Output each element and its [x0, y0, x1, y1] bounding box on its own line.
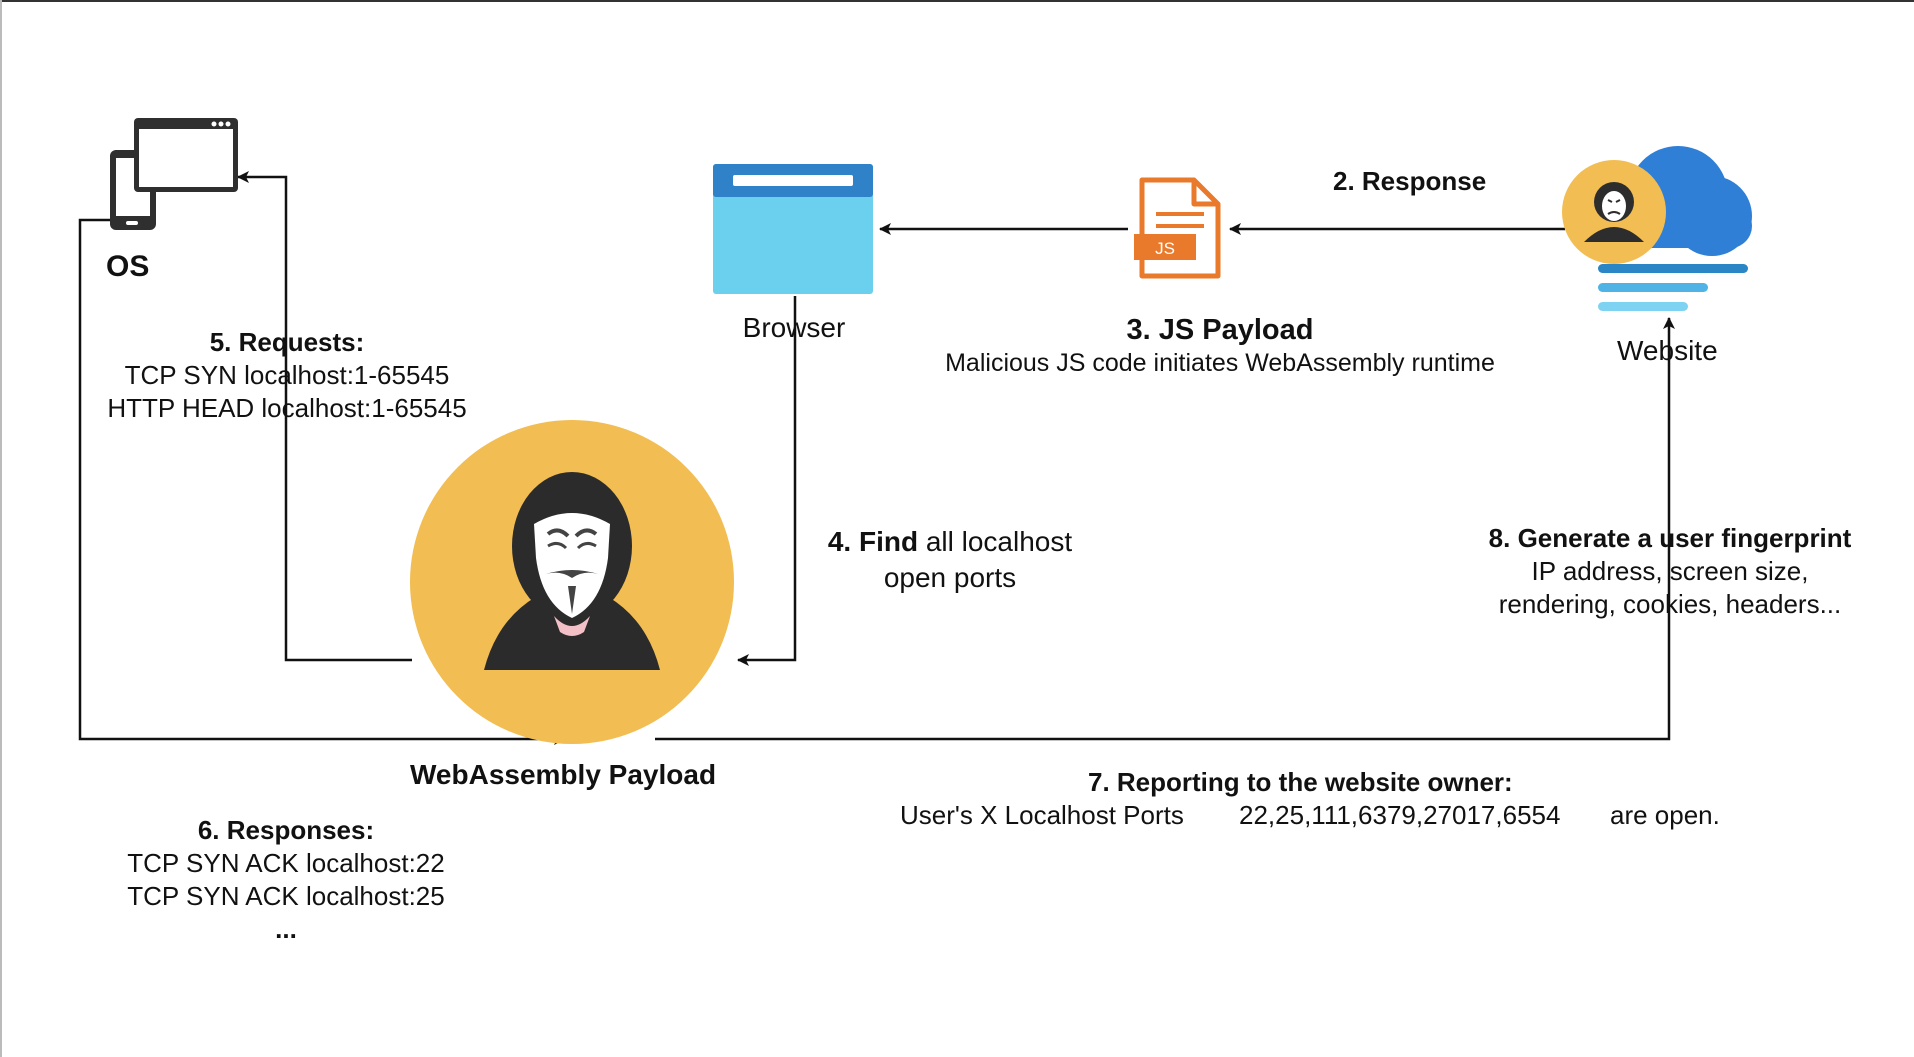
step-fingerprint-title: 8. Generate a user fingerprint: [1488, 523, 1852, 553]
arrow-find-ports: [737, 296, 797, 666]
left-border: [0, 0, 2, 1057]
top-border: [0, 0, 1914, 2]
js-file-icon: JS: [1134, 177, 1221, 279]
step-responses: 6. Responses: TCP SYN ACK localhost:22 T…: [98, 814, 474, 946]
step-reporting-part3: are open.: [1610, 800, 1720, 830]
step-responses-line: TCP SYN ACK localhost:25: [127, 881, 445, 911]
hacker-mask-icon: [410, 420, 734, 744]
step-fingerprint: 8. Generate a user fingerprint IP addres…: [1455, 522, 1885, 621]
step-requests-title: 5. Requests:: [209, 327, 365, 357]
step-response-title: 2. Response: [1333, 166, 1487, 196]
os-devices-icon: [110, 118, 238, 230]
step-find-ports-rest: all localhost: [918, 526, 1073, 557]
browser-window-icon: [713, 164, 873, 294]
website-label: Website: [1617, 335, 1718, 366]
arrow-responses: [78, 218, 566, 745]
step-requests: 5. Requests: TCP SYN localhost:1-65545 H…: [92, 326, 482, 425]
browser-label: Browser: [742, 312, 846, 343]
step-js-payload-desc: Malicious JS code initiates WebAssembly …: [945, 349, 1495, 377]
step-reporting-title: 7. Reporting to the website owner:: [1088, 767, 1513, 797]
step-find-ports: 4. Find all localhost open ports: [810, 524, 1090, 596]
js-badge: JS: [1155, 239, 1175, 258]
step-js-payload: 3. JS Payload Malicious JS code initiate…: [900, 314, 1540, 380]
step-reporting-part1: User's X Localhost Ports: [900, 800, 1184, 830]
step-find-ports-line2: open ports: [883, 562, 1017, 593]
step-js-payload-title: 3. JS Payload: [1126, 314, 1314, 346]
arrow-reporting: [655, 317, 1675, 741]
step-responses-ellipsis: ...: [275, 914, 297, 944]
step-fingerprint-line: IP address, screen size,: [1531, 556, 1809, 586]
step-reporting-ports: 22,25,111,6379,27017,6554: [1239, 800, 1561, 830]
step-requests-line: TCP SYN localhost:1-65545: [124, 360, 450, 390]
step-fingerprint-line: rendering, cookies, headers...: [1498, 589, 1842, 619]
step-requests-line: HTTP HEAD localhost:1-65545: [107, 393, 467, 423]
step-responses-line: TCP SYN ACK localhost:22: [127, 848, 445, 878]
os-label: OS: [106, 250, 150, 283]
wasm-label: WebAssembly Payload: [410, 759, 717, 790]
hacker-cloud-icon: [1562, 146, 1752, 311]
arrow-requests: [237, 171, 412, 662]
step-responses-title: 6. Responses:: [197, 815, 375, 845]
step-find-ports-bold: 4. Find: [827, 526, 919, 557]
